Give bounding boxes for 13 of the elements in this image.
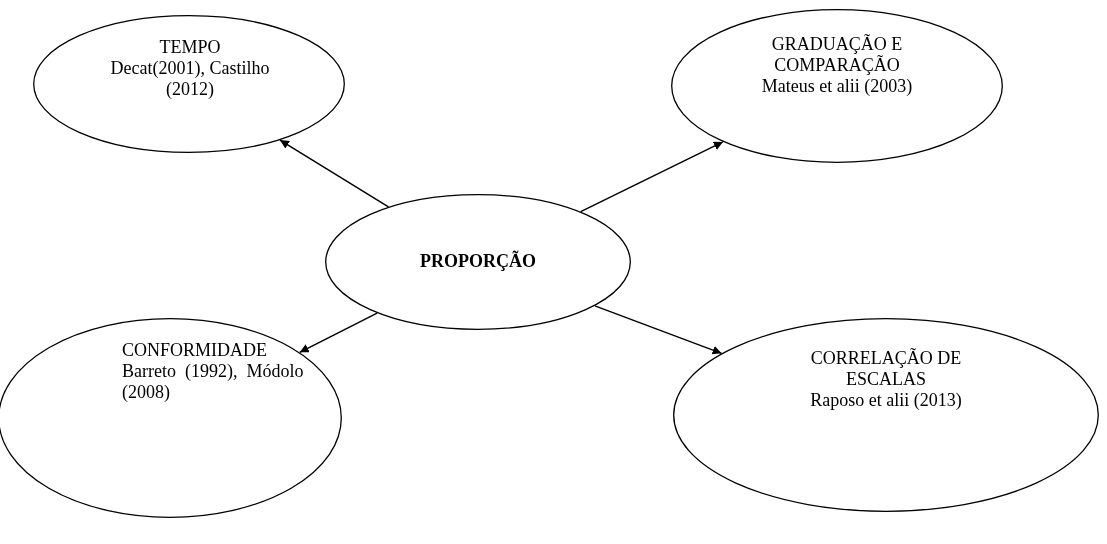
arrow [279,139,390,208]
node-reference: Mateus et alii (2003) [760,76,914,97]
node-reference: Decat(2001), Castilho (2012) [109,58,271,100]
node-heading: CORRELAÇÃO DE ESCALAS [809,348,963,390]
arrow [298,312,378,354]
node-heading: TEMPO [158,37,222,58]
node-reference: Raposo et alii (2013) [809,390,963,411]
arrow [580,141,724,213]
node-reference: Barreto (1992), Módolo (2008) [122,361,305,403]
node-heading: CONFORMIDADE [122,340,268,361]
node-heading: PROPORÇÃO [419,251,537,272]
arrow [594,305,723,355]
node-heading: GRADUAÇÃO E COMPARAÇÃO [770,34,904,76]
